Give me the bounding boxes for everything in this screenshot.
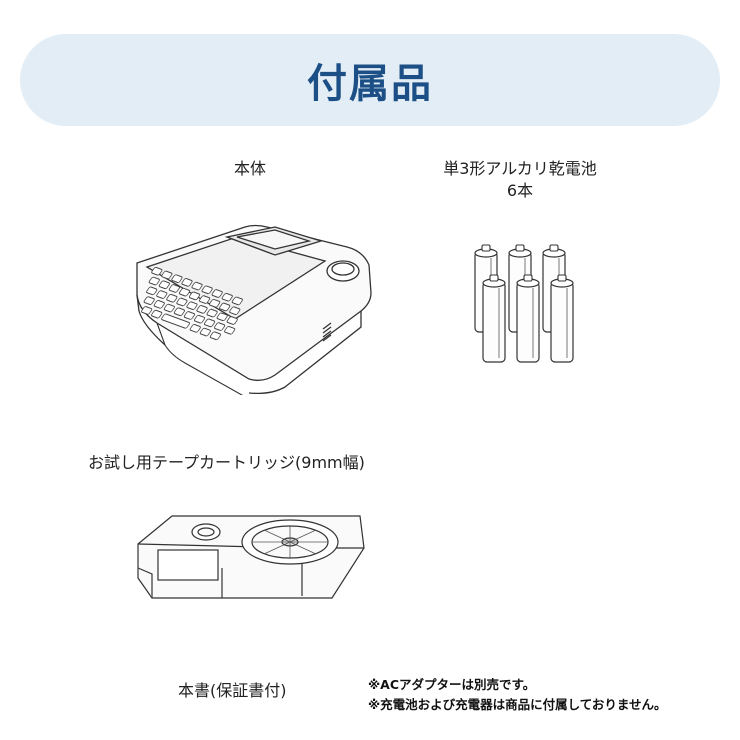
manual-label: 本書(保証書付) [178, 681, 287, 700]
batteries-label-line2: 6本 [506, 181, 534, 200]
tape-cartridge-label: お試し用テープカートリッジ(9mm幅) [88, 453, 365, 472]
batteries-label-line1: 単3形アルカリ乾電池 [443, 159, 597, 178]
notes: ※ACアダプターは別売です。 ※充電池および充電器は商品に付属しておりません。 [368, 675, 667, 715]
header-banner: 付属品 [20, 34, 720, 126]
note-ac-adapter: ※ACアダプターは別売です。 [368, 677, 536, 692]
tape-cartridge-illustration [137, 515, 365, 599]
batteries-illustration [474, 244, 574, 363]
page-title: 付属品 [307, 61, 433, 107]
label-printer-illustration [136, 224, 372, 395]
main-unit-label: 本体 [233, 159, 266, 178]
batteries-label: 単3形アルカリ乾電池 6本 [410, 158, 630, 202]
note-rechargeable: ※充電池および充電器は商品に付属しておりません。 [368, 697, 667, 712]
